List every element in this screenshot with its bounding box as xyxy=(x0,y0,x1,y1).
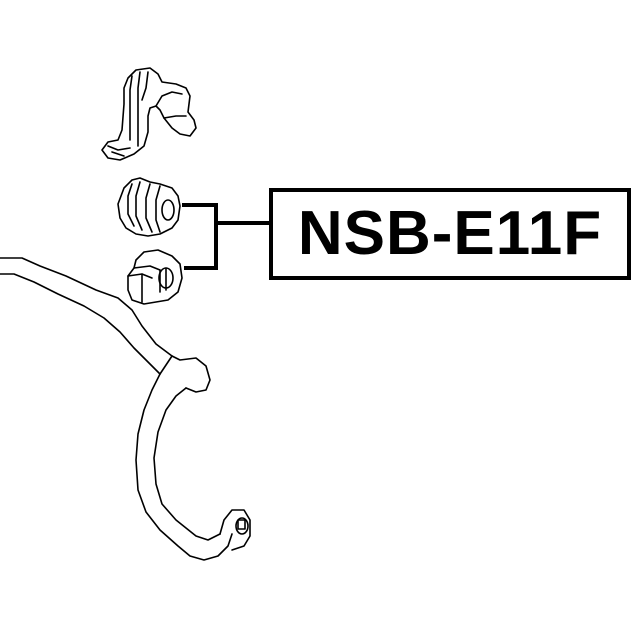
part-number-box: NSB-E11F xyxy=(269,188,631,280)
part-number-label: NSB-E11F xyxy=(297,199,603,268)
stabilizer-bushing-rear-drawing xyxy=(127,249,183,305)
stabilizer-bushing-front-drawing xyxy=(117,177,181,237)
callout-connector xyxy=(182,203,270,270)
stabilizer-bar-drawing xyxy=(0,257,251,561)
stabilizer-bracket-drawing xyxy=(101,67,197,161)
